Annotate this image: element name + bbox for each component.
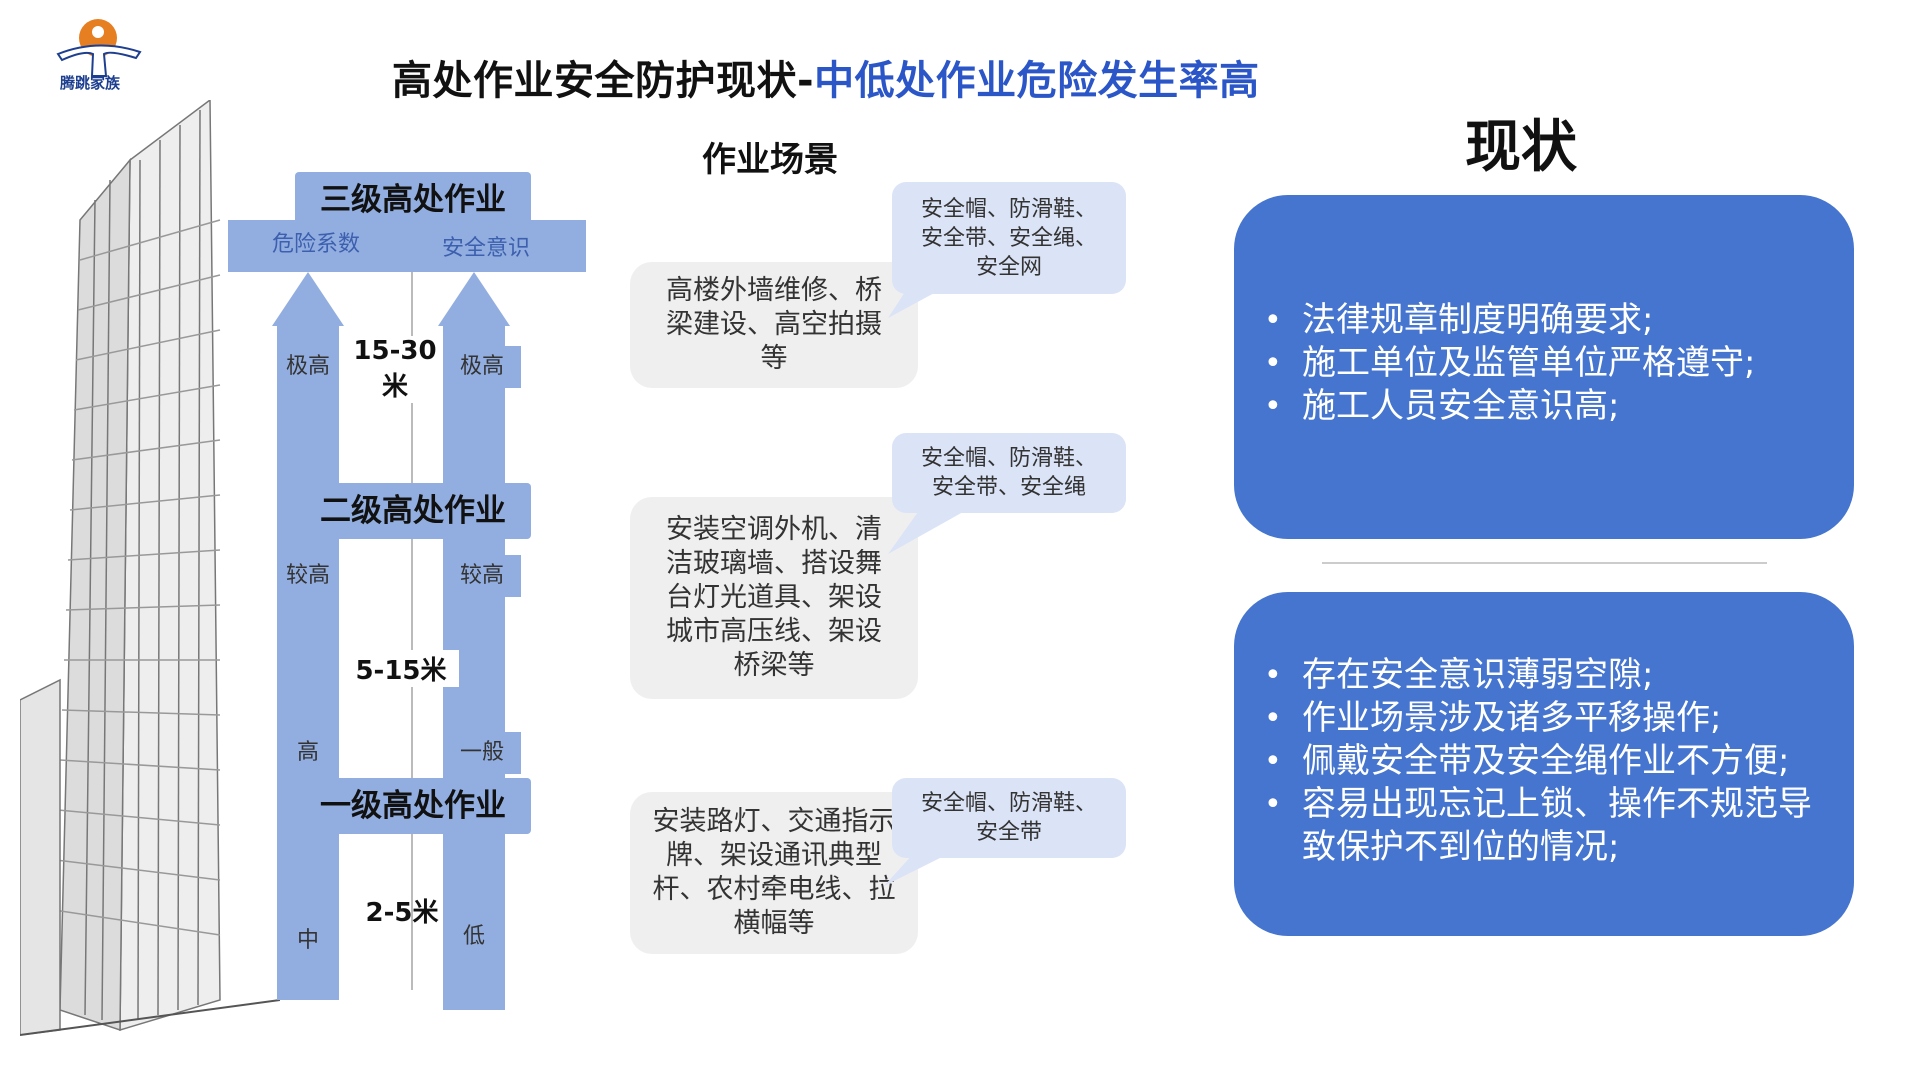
scene-box-level-3: 高楼外墙维修、桥梁建设、高空拍摄等: [630, 262, 918, 388]
hazard-level-diagram: 危险系数 安全意识 三级高处作业 15-30米 极高 极高 二级高处作业 较高 …: [225, 160, 586, 1040]
header-bar: [228, 220, 586, 272]
level-3-danger: 极高: [277, 346, 339, 388]
status-panel-issues: 存在安全意识薄弱空隙; 作业场景涉及诸多平移操作; 佩戴安全带及安全绳作业不方便…: [1234, 592, 1854, 936]
scene-box-level-2: 安装空调外机、清洁玻璃墙、搭设舞台灯光道具、架设城市高压线、架设桥梁等: [630, 497, 918, 699]
list-item: 存在安全意识薄弱空隙;: [1250, 654, 1840, 697]
danger-factor-label: 危险系数: [272, 232, 361, 257]
status-good-list: 法律规章制度明确要求; 施工单位及监管单位严格遵守; 施工人员安全意识高;: [1250, 299, 1755, 428]
level-3-height: 15-30米: [350, 336, 440, 403]
page-title: 高处作业安全防护现状-中低处作业危险发生率高: [392, 48, 1260, 106]
level-3-title: 三级高处作业: [295, 172, 531, 228]
level-2-title: 二级高处作业: [295, 483, 531, 539]
center-line: [411, 270, 413, 990]
equipment-text: 安全帽、防滑鞋、安全带: [920, 791, 1097, 845]
safety-awareness-label: 安全意识: [442, 236, 531, 261]
scene-text: 安装空调外机、清洁玻璃墙、搭设舞台灯光道具、架设城市高压线、架设桥梁等: [666, 514, 882, 681]
scene-box-level-1: 安装路灯、交通指示牌、架设通讯典型杆、农村牵电线、拉横幅等: [630, 792, 918, 954]
list-item: 作业场景涉及诸多平移操作;: [1250, 697, 1840, 740]
danger-arrow-up-icon: [272, 272, 344, 326]
logo-figure-icon: [56, 19, 142, 77]
level-1-title: 一级高处作业: [295, 778, 531, 834]
title-main: 高处作业安全防护现状-: [392, 58, 815, 104]
equipment-text: 安全帽、防滑鞋、安全带、安全绳、安全网: [920, 196, 1097, 280]
level-1-awareness-upper: 一般: [443, 732, 521, 774]
list-item: 施工人员安全意识高;: [1250, 385, 1755, 428]
level-1-danger-upper: 高: [277, 732, 339, 774]
danger-rail: [277, 320, 339, 1000]
level-2-height: 5-15米: [343, 650, 459, 687]
list-item: 法律规章制度明确要求;: [1250, 299, 1755, 342]
scenario-title: 作业场景: [702, 140, 838, 180]
logo-text: 腾跳家族: [60, 74, 121, 92]
level-2-awareness: 较高: [443, 555, 521, 597]
list-item: 施工单位及监管单位严格遵守;: [1250, 342, 1755, 385]
equipment-callout-level-3: 安全帽、防滑鞋、安全带、安全绳、安全网: [892, 182, 1126, 294]
list-item: 容易出现忘记上锁、操作不规范导致保护不到位的情况;: [1250, 783, 1840, 869]
scene-text: 安装路灯、交通指示牌、架设通讯典型杆、农村牵电线、拉横幅等: [652, 806, 896, 939]
level-2-danger: 较高: [277, 555, 339, 597]
equipment-callout-level-2: 安全帽、防滑鞋、安全带、安全绳: [892, 433, 1126, 513]
equipment-callout-level-1: 安全帽、防滑鞋、安全带: [892, 778, 1126, 858]
level-1-height: 2-5米: [365, 898, 439, 928]
list-item: 佩戴安全带及安全绳作业不方便;: [1250, 740, 1840, 783]
level-3-awareness: 极高: [443, 346, 521, 388]
title-highlight: 中低处作业危险发生率高: [814, 58, 1260, 104]
divider: [1322, 562, 1767, 564]
awareness-arrow-up-icon: [438, 272, 510, 326]
status-issues-list: 存在安全意识薄弱空隙; 作业场景涉及诸多平移操作; 佩戴安全带及安全绳作业不方便…: [1250, 654, 1840, 869]
level-1-danger: 中: [277, 920, 339, 962]
scene-text: 高楼外墙维修、桥梁建设、高空拍摄等: [666, 275, 882, 374]
building-sketch-icon: [20, 100, 280, 1036]
status-title: 现状: [1465, 115, 1577, 180]
status-panel-good: 法律规章制度明确要求; 施工单位及监管单位严格遵守; 施工人员安全意识高;: [1234, 195, 1854, 539]
level-1-awareness: 低: [443, 916, 505, 958]
equipment-text: 安全帽、防滑鞋、安全带、安全绳: [920, 446, 1097, 500]
